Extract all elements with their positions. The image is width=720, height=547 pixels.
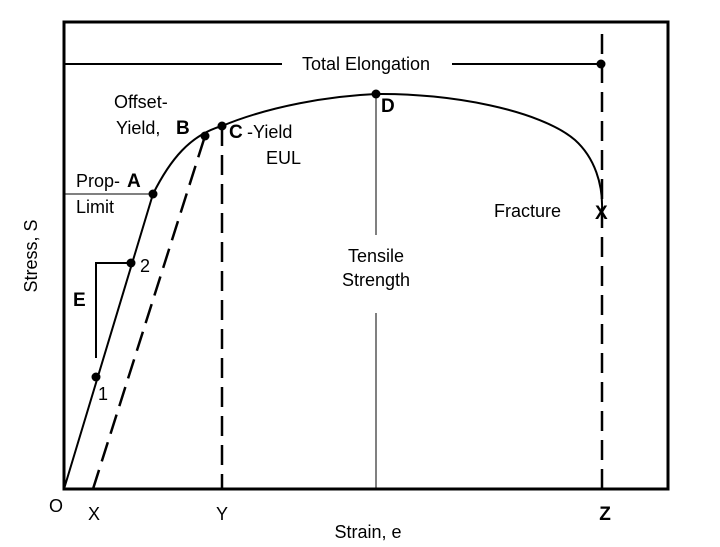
modulus-e-label: E xyxy=(73,290,86,311)
point-b-label: B xyxy=(176,118,190,139)
point-2-marker xyxy=(126,258,136,268)
point-x-label: X xyxy=(595,203,608,224)
point-c-marker xyxy=(217,121,227,131)
stress-strain-curve xyxy=(63,92,604,490)
point-1-marker xyxy=(91,372,101,382)
point-b-marker xyxy=(200,131,210,141)
tensile-label-line1: Tensile xyxy=(348,246,404,266)
point-a-label: A xyxy=(127,171,141,192)
x-axis-title: Strain, e xyxy=(334,522,401,542)
offset-yield-label-line2: Yield, xyxy=(116,118,160,138)
prop-limit-label-line1: Prop- xyxy=(76,171,120,191)
point-d-label: D xyxy=(381,96,395,117)
modulus-bracket xyxy=(95,262,130,358)
tensile-label-line2: Strength xyxy=(342,270,410,290)
offset-yield-label-line1: Offset- xyxy=(114,92,168,112)
x-tick-y: Y xyxy=(216,504,228,524)
yield-label: -Yield xyxy=(247,122,292,142)
point-c-label: C xyxy=(229,122,243,143)
fracture-label: Fracture xyxy=(494,201,561,221)
x-tick-x: X xyxy=(88,504,100,524)
total-elongation-label: Total Elongation xyxy=(302,54,430,74)
point-d-marker xyxy=(371,89,381,99)
eul-label: EUL xyxy=(266,148,301,168)
point-a-marker xyxy=(148,189,158,199)
point-1-label: 1 xyxy=(98,384,108,404)
plot-frame xyxy=(62,20,670,491)
origin-label: O xyxy=(49,496,63,516)
offset-yield-line xyxy=(91,135,207,490)
y-axis-title: Stress, S xyxy=(21,219,41,292)
point-2-label: 2 xyxy=(140,256,150,276)
x-tick-z: Z xyxy=(599,504,611,525)
prop-limit-label-line2: Limit xyxy=(76,197,114,217)
